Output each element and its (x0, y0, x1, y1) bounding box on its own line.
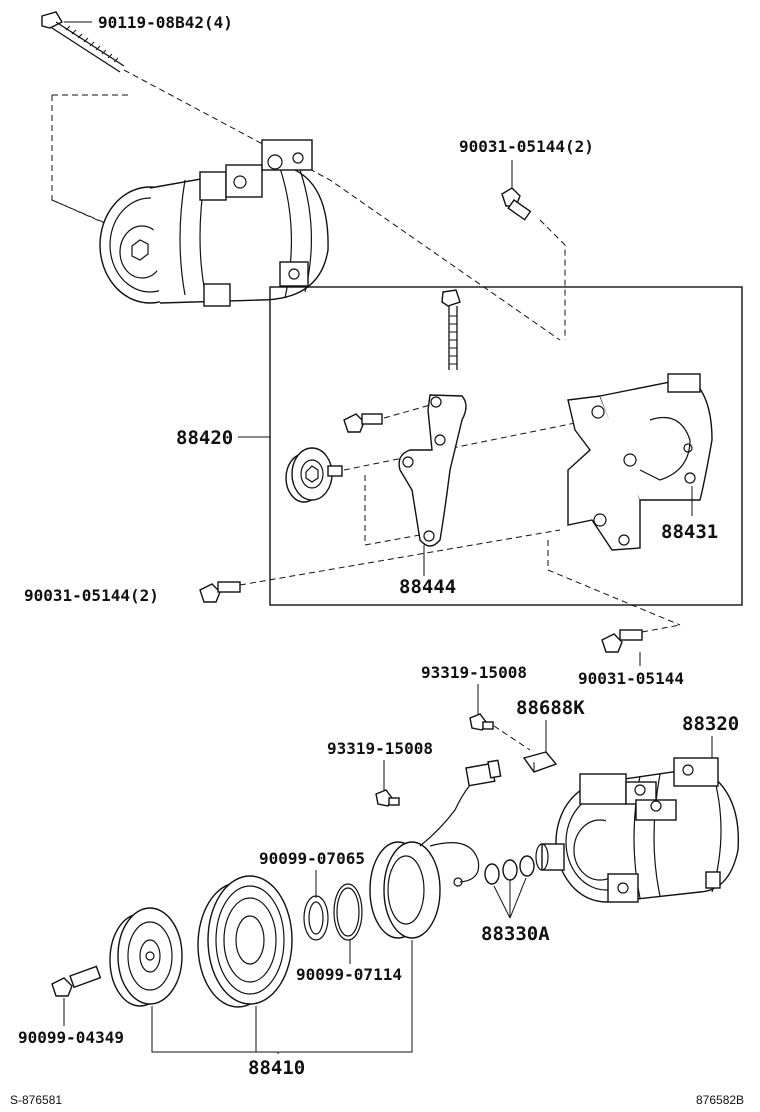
clip-icon (522, 751, 558, 773)
alignment-line (493, 725, 531, 751)
hex-bolt-icon (501, 187, 532, 221)
hex-bolt-icon (199, 581, 241, 603)
alignment-line (547, 540, 681, 626)
part-label-snap-ring: 90099-07114 (296, 965, 402, 984)
part-label-bracket-plate: 88444 (399, 576, 456, 598)
footer-left-code: S-876581 (10, 1093, 62, 1107)
part-label-clip: 88688K (516, 697, 585, 719)
bracket-assembly-frame (269, 286, 743, 606)
part-label-bracket-main: 88431 (661, 521, 718, 543)
alignment-line (383, 404, 431, 419)
vertical-bolt-icon (441, 289, 461, 370)
hex-bolt-icon (601, 629, 643, 653)
part-label-compressor-new: 88320 (682, 713, 739, 735)
armature-plate-icon (109, 907, 183, 1007)
hex-bolt-icon (51, 965, 102, 997)
part-label-bolt-right-mid: 90031-05144 (578, 669, 684, 688)
compressor-bracket-icon (567, 373, 713, 551)
alignment-line (51, 199, 111, 226)
leader-line (493, 877, 527, 919)
part-label-ring-upper: 90099-07065 (259, 849, 365, 868)
snap-ring-icon (333, 883, 363, 941)
part-label-shims: 88330A (481, 923, 550, 945)
screw-icon (469, 713, 494, 731)
compressor-bottom-icon (535, 757, 740, 903)
screw-icon (375, 789, 400, 807)
part-label-bolt-right-top: 90031-05144(2) (459, 137, 594, 156)
part-label-bracket-bolt-left: 90031-05144(2) (24, 586, 159, 605)
part-label-screw-upper: 93319-15008 (421, 663, 527, 682)
field-coil-icon (369, 759, 502, 939)
clutch-pulley-icon (197, 875, 293, 1008)
idler-pulley-icon (285, 447, 343, 503)
lock-ring-icon (303, 895, 329, 941)
alignment-line (641, 624, 681, 633)
alignment-line (343, 419, 591, 471)
footer-right-code: 876582B (696, 1093, 744, 1107)
long-bolt-icon (41, 11, 125, 73)
part-label-screw-lower: 93319-15008 (327, 739, 433, 758)
shims-icon (484, 855, 535, 885)
alignment-line (539, 219, 566, 340)
part-label-bolt-pulley: 90099-04349 (18, 1028, 124, 1047)
part-label-bolt-top: 90119-08B42(4) (98, 13, 233, 32)
bracket-plate-icon (398, 394, 467, 547)
part-label-bracket-assy: 88420 (176, 427, 233, 449)
compressor-top-icon (99, 139, 329, 307)
alignment-line (364, 475, 421, 546)
leader-line (151, 940, 413, 1053)
part-label-clutch-assy: 88410 (248, 1057, 305, 1079)
alignment-line (239, 529, 561, 586)
small-bolt-icon (343, 413, 383, 433)
